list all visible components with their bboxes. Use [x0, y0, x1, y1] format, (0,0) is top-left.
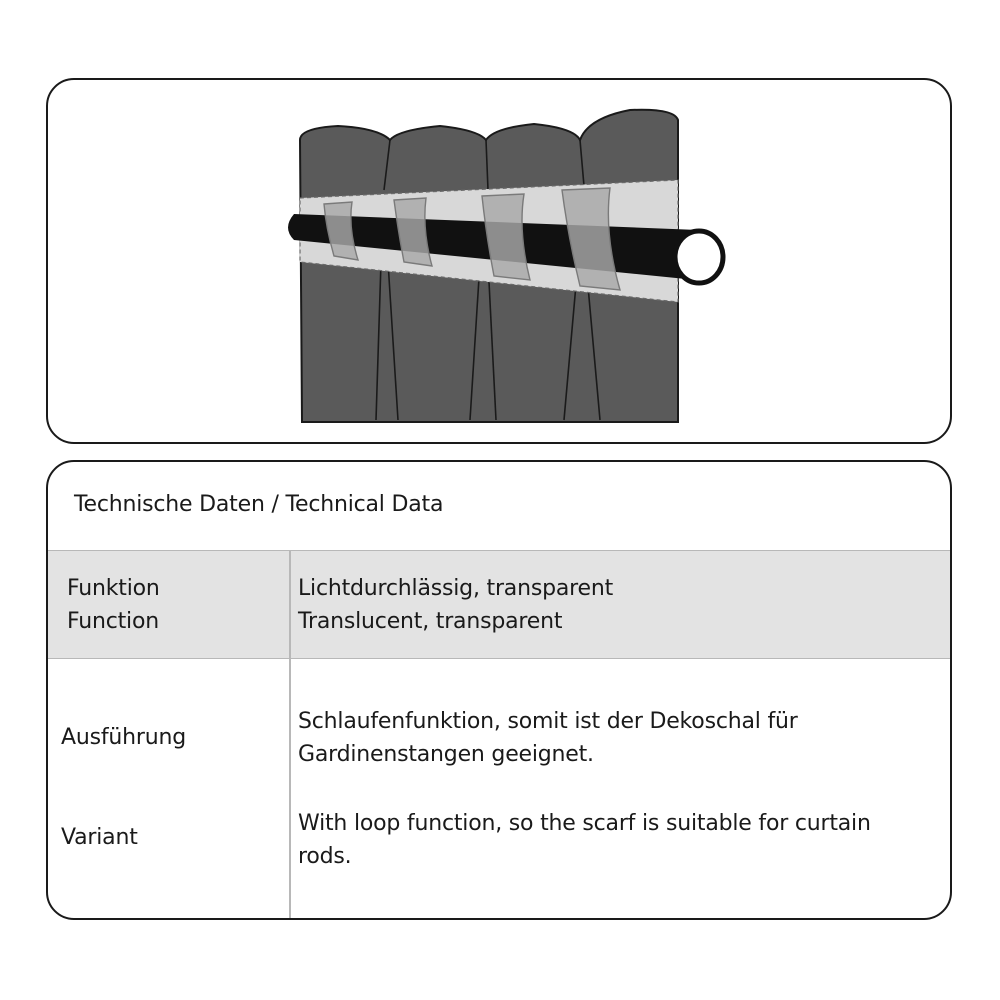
function-value: Lichtdurchlässig, transparent Translucen… [298, 572, 613, 638]
variant-label-en: Variant [61, 825, 138, 850]
function-label: Funktion Function [67, 572, 160, 638]
curtain-loops [323, 187, 621, 291]
curtain-rod-illustration [288, 108, 726, 423]
rod-end-cap [672, 228, 726, 286]
variant-value-de: Schlaufenfunktion, somit ist der Dekosch… [298, 705, 798, 771]
technical-data-panel: Technische Daten / Technical Data Funkti… [46, 460, 952, 920]
function-label-en: Function [67, 609, 159, 634]
column-divider [289, 550, 291, 918]
variant-label-de: Ausführung [61, 725, 186, 750]
table-row-variant: Ausführung Variant Schlaufenfunktion, so… [48, 659, 950, 918]
variant-value-de-line1: Schlaufenfunktion, somit ist der Dekosch… [298, 709, 798, 734]
function-label-de: Funktion [67, 576, 160, 601]
function-value-en: Translucent, transparent [298, 609, 563, 634]
function-value-de: Lichtdurchlässig, transparent [298, 576, 613, 601]
technical-data-title: Technische Daten / Technical Data [74, 492, 444, 517]
variant-value-en-line1: With loop function, so the scarf is suit… [298, 811, 871, 836]
variant-value-en: With loop function, so the scarf is suit… [298, 807, 871, 873]
product-illustration-panel [46, 78, 952, 444]
table-row-function: Funktion Function Lichtdurchlässig, tran… [48, 550, 950, 659]
variant-value-de-line2: Gardinenstangen geeignet. [298, 742, 594, 767]
variant-value-en-line2: rods. [298, 844, 352, 869]
